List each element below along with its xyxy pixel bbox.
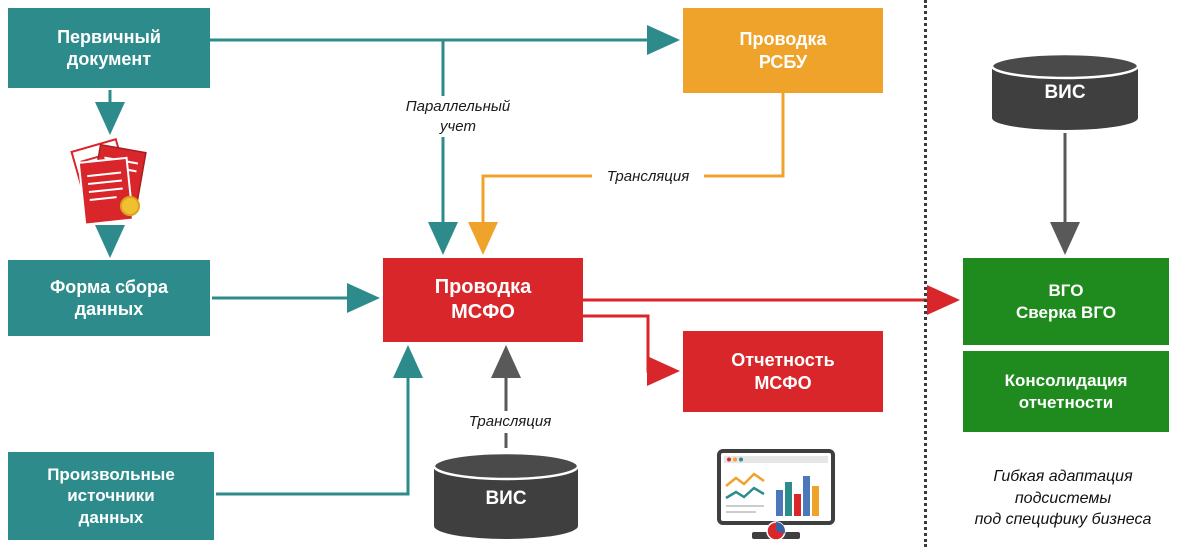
database-vis-source-label: ВИС [485,488,527,509]
node-consolidation-label: Консолидация отчетности [1004,371,1128,412]
node-rsbu-posting-label: Проводка РСБУ [739,29,827,72]
node-data-collection-form: Форма сбора данных [8,260,210,336]
arrow-sources-to-msfo [216,345,423,496]
node-msfo-posting: Проводка МСФО [383,258,583,342]
node-data-collection-form-label: Форма сбора данных [49,276,169,320]
documents-icon [66,134,156,228]
edge-label-parallel-accounting: Параллельный учет [388,96,528,137]
node-vgo-reconciliation-label: ВГО Сверка ВГО [1016,281,1116,322]
node-arbitrary-sources-label: Произвольные источники данных [47,465,175,527]
node-rsbu-posting: Проводка РСБУ [683,8,883,93]
database-cylinder-icon [990,52,1140,130]
node-primary-document-label: Первичный документ [57,26,161,70]
edge-label-translation-vis: Трансляция [454,411,566,433]
section-separator [924,0,927,547]
database-cylinder-icon [432,451,580,539]
node-msfo-posting-label: Проводка МСФО [434,276,532,323]
database-vis-subsystem-label: ВИС [1044,82,1086,103]
node-primary-document: Первичный документ [8,8,210,88]
dashboard-monitor-icon [716,448,836,544]
arrow-msfo-to-reporting [583,314,680,386]
node-msfo-reporting-label: Отчетность МСФО [731,350,835,393]
subsystem-adaptation-note: Гибкая адаптация подсистемы под специфик… [974,468,1152,529]
database-vis-source: ВИС [430,450,582,542]
node-vgo-reconciliation: ВГО Сверка ВГО [963,258,1169,345]
node-msfo-reporting: Отчетность МСФО [683,331,883,412]
node-consolidation: Консолидация отчетности [963,351,1169,432]
edge-label-translation-rsbu: Трансляция [592,166,704,188]
database-vis-subsystem: ВИС [988,52,1142,132]
node-arbitrary-sources: Произвольные источники данных [8,452,214,540]
